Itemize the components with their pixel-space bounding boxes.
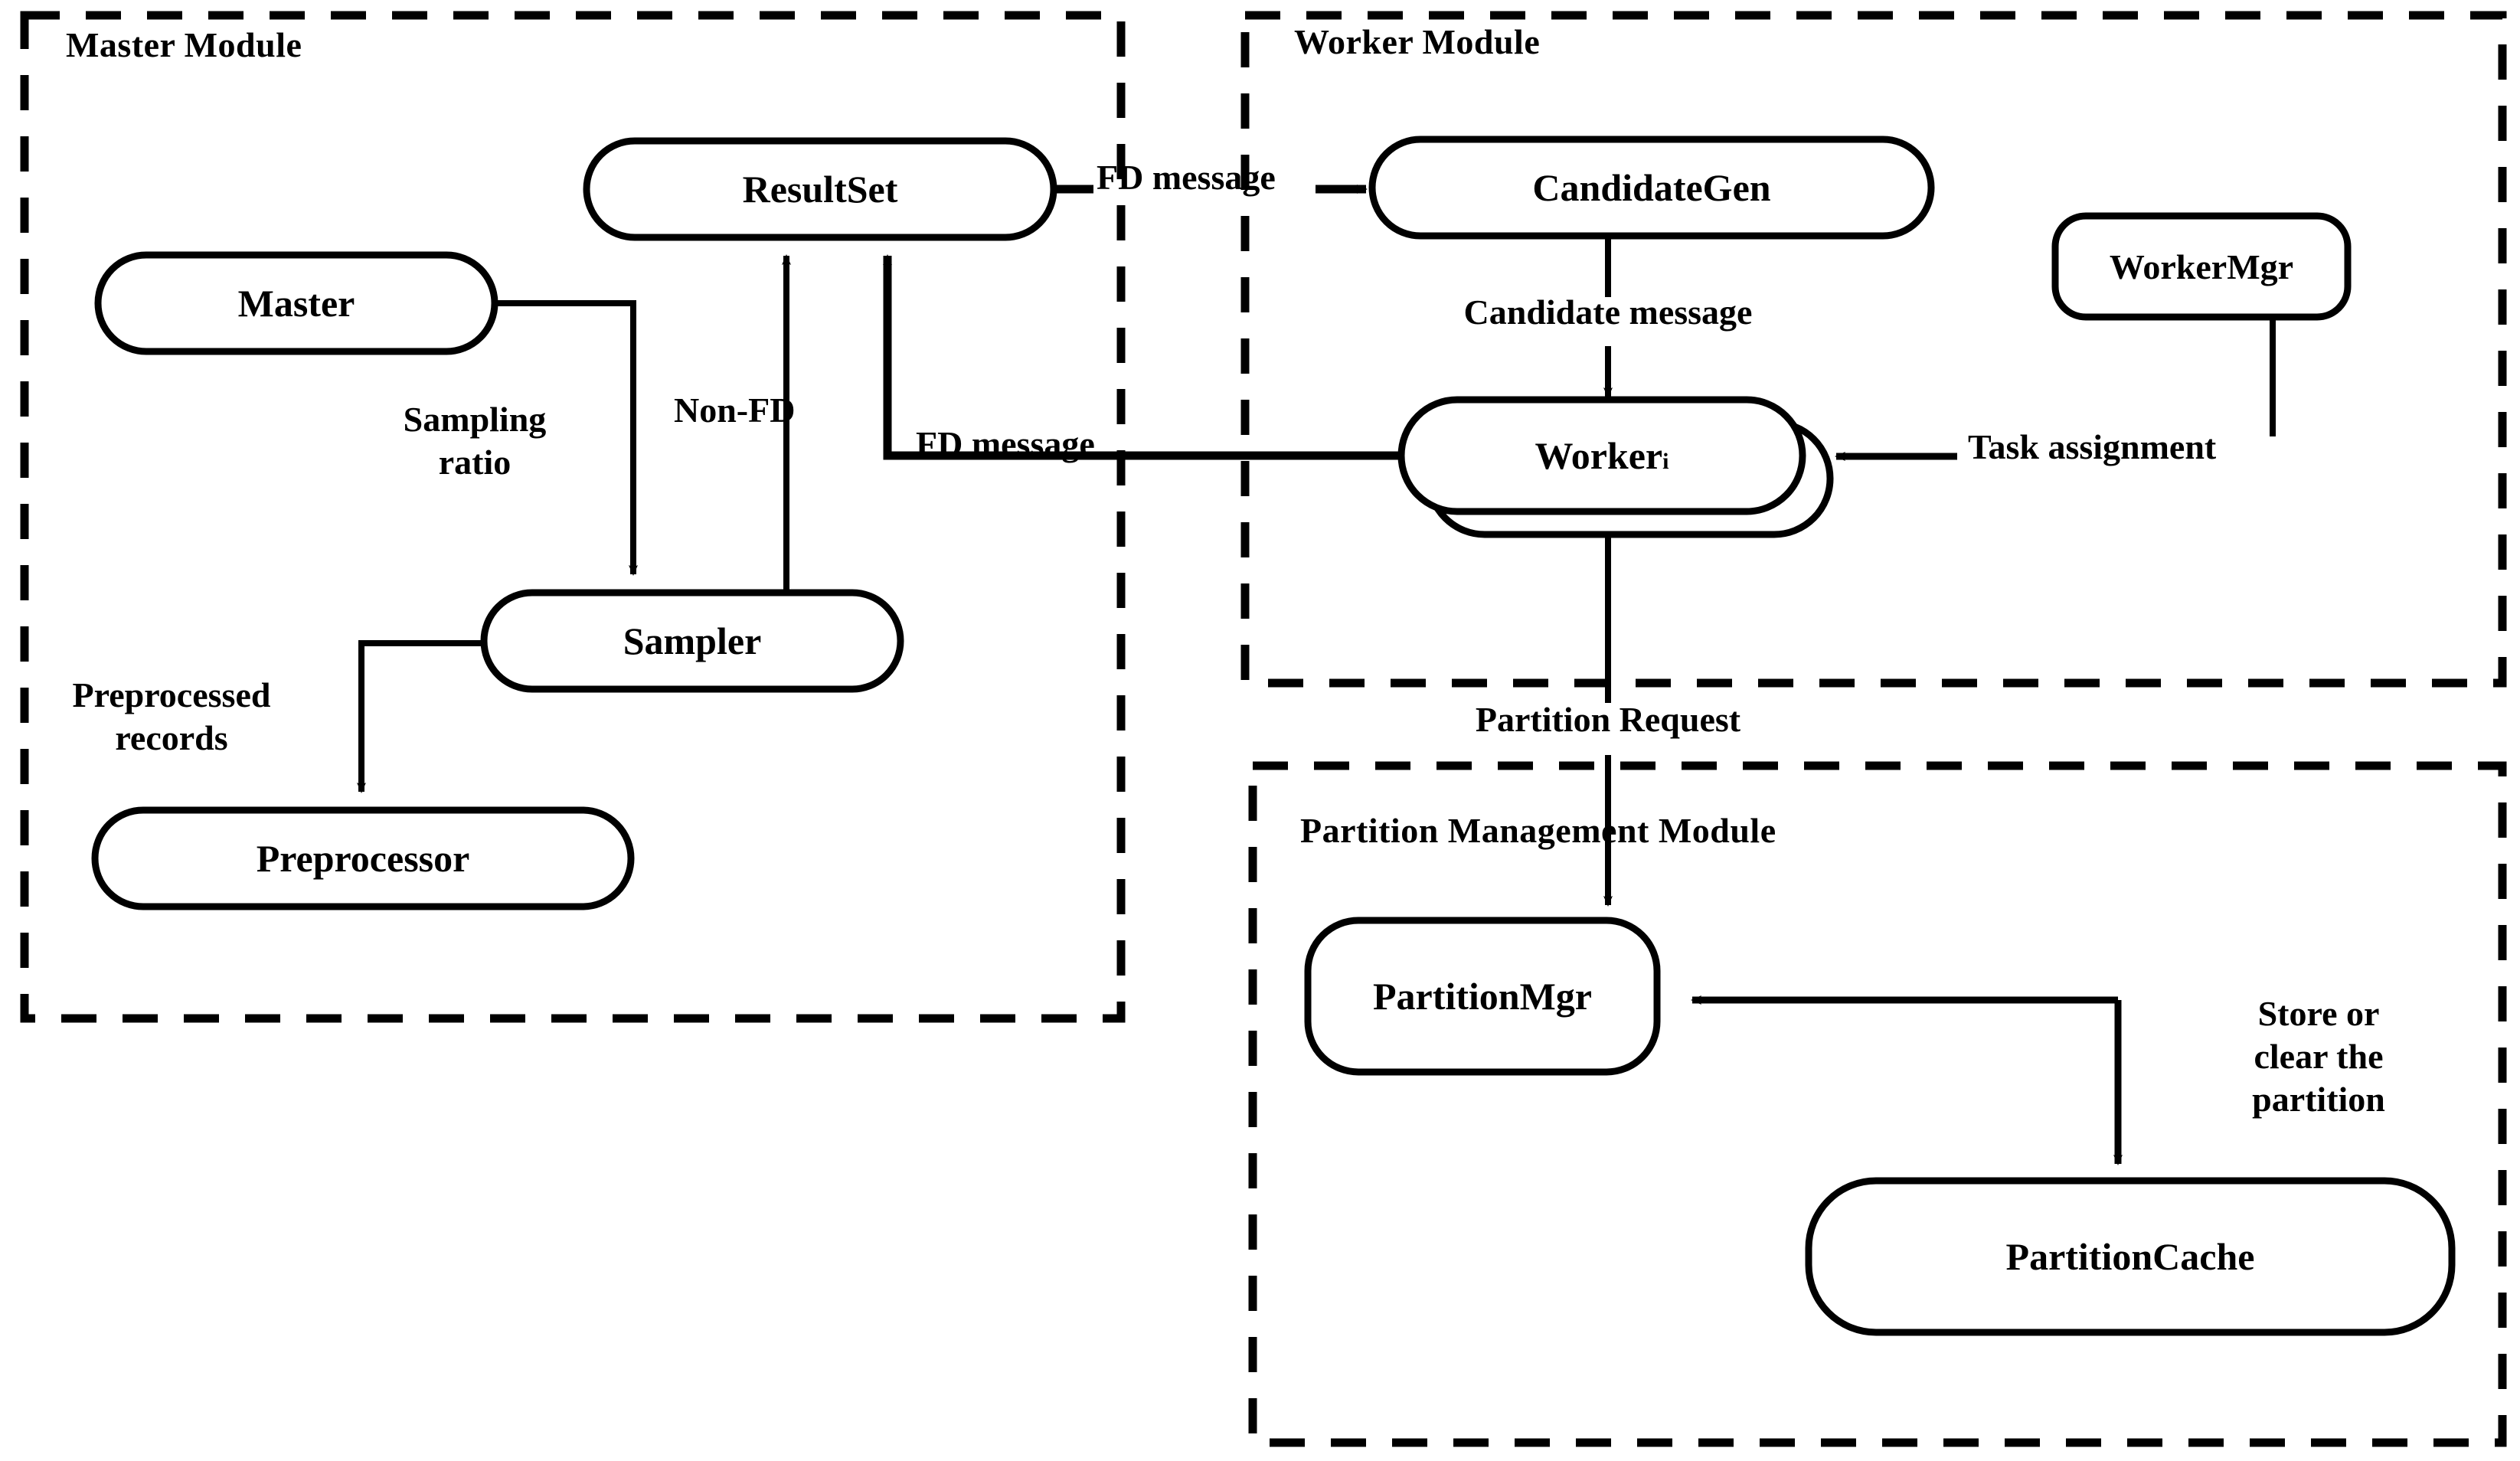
node-shape-candidategen[interactable] [1368,136,1935,240]
node-shape-resultset[interactable] [583,137,1057,241]
module-title-worker: Worker Module [1294,22,1541,61]
connector-worker-to-resultset [883,254,1401,460]
edge-label-non-fd: Non-FD [674,391,796,430]
node-shape-sampler[interactable] [480,589,904,693]
connector-master-to-sampler [495,300,638,576]
edge-label-store-or-clear-line1: Store or [2257,994,2380,1033]
node-shape-master[interactable] [94,251,498,355]
connector-sampler-to-preprocessor [357,640,484,793]
node-shape-partitioncache[interactable] [1805,1177,2456,1336]
node-shape-workermgr[interactable] [2051,212,2352,321]
edge-label-sampling-ratio: Sampling ratio [360,398,590,484]
module-title-partition: Partition Management Module [1300,811,1776,850]
node-shape-worker[interactable] [1397,396,1806,515]
module-frame-master [20,11,1126,1023]
edge-label-candidate-message: Candidate message [1463,293,1753,332]
edge-label-preprocessed-records-line1: Preprocessed [72,675,271,714]
edge-label-fd-message-worker: FD message [916,424,1095,463]
edge-label-sampling-ratio-line2: ratio [438,443,512,482]
edge-label-partition-request: Partition Request [1475,700,1741,739]
edge-label-preprocessed-records: Preprocessed records [18,674,325,760]
edge-label-sampling-ratio-line1: Sampling [403,400,547,439]
module-frame-worker [1240,11,2507,688]
edge-label-store-or-clear: Store or clear the partition [2173,992,2464,1121]
edge-label-store-or-clear-line2: clear the [2254,1037,2384,1077]
node-shape-preprocessor[interactable] [91,806,635,910]
module-title-master: Master Module [66,25,302,64]
module-frame-partition [1248,761,2507,1447]
edge-label-store-or-clear-line3: partition [2252,1080,2385,1119]
edge-label-fd-message-resultset: FD message [1097,158,1276,197]
edge-label-task-assignment: Task assignment [1968,427,2217,466]
edge-label-preprocessed-records-line2: records [115,718,228,758]
node-shape-partitionmgr[interactable] [1304,917,1661,1076]
